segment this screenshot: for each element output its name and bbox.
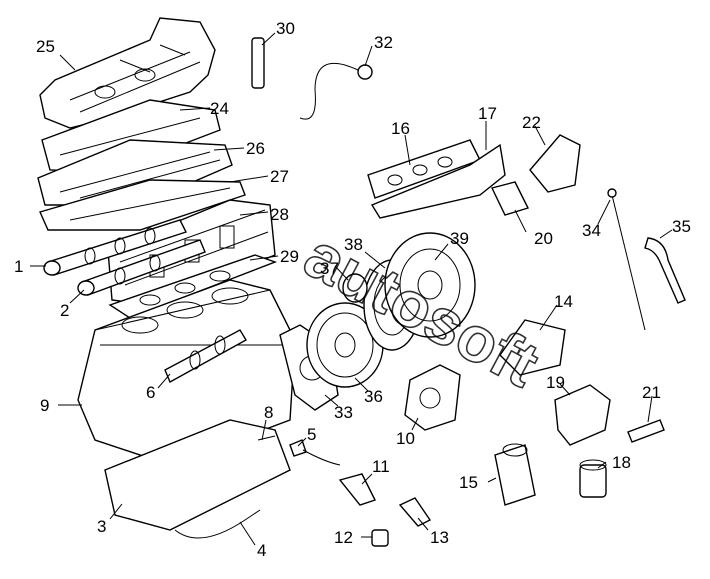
part-12-plug [371,529,389,547]
part-27-head-gasket [39,179,246,231]
callout-34: 34 [582,221,601,240]
part-39-pressure-plate [384,232,476,338]
part-1-camshaft [43,219,187,276]
callout-4: 4 [257,541,266,560]
callout-27: 27 [270,167,289,186]
callout-39: 39 [450,229,469,248]
callout-15: 15 [459,473,478,492]
part-32-wired-sensor [299,62,373,120]
part-25-cylinder-head-cover [39,17,216,129]
callout-29: 29 [280,247,299,266]
callout-10: 10 [396,429,415,448]
callout-35: 35 [672,217,691,236]
callout-16: 16 [391,119,410,138]
callout-25: 25 [36,37,55,56]
callout-17: 17 [478,104,497,123]
part-37-release-bearing [342,273,368,303]
part-24-cover-gasket [41,99,221,173]
callout-37: 37 [320,259,339,278]
callout-labels: 1 2 3 4 5 6 8 9 10 11 12 13 14 15 16 17 … [14,19,691,560]
callout-21: 21 [642,383,661,402]
part-21-clip [627,419,665,443]
part-13-elbow [398,497,432,527]
part-19-filter-bracket [554,384,611,446]
part-26-upper-housing [37,139,233,206]
part-14-mount-bracket [499,319,566,376]
callout-38: 38 [344,235,363,254]
part-10-high-pressure-pump [404,364,461,431]
callout-19: 19 [546,373,565,392]
part-2-camshaft [77,239,206,296]
leader-lines [30,32,673,546]
callout-5: 5 [307,425,316,444]
part-17-exhaust-manifold [370,143,506,219]
part-8-oil-pan [257,435,276,441]
callout-36: 36 [364,387,383,406]
callout-1: 1 [14,257,23,276]
part-5-sensor [289,439,341,466]
callout-18: 18 [612,453,631,472]
callout-2: 2 [60,301,69,320]
part-11-bracket [338,473,376,506]
callout-30: 30 [276,19,295,38]
part-4-oil-pan-gasket [104,419,291,539]
part-35-hose [644,237,686,304]
callout-14: 14 [554,292,573,311]
callout-9: 9 [40,396,49,415]
callout-26: 26 [246,139,265,158]
callout-13: 13 [430,528,449,547]
callout-24: 24 [210,99,229,118]
part-29-gasket [108,254,278,319]
callout-8: 8 [264,403,273,422]
callout-3: 3 [97,517,106,536]
callout-28: 28 [270,205,289,224]
part-22-heat-shield [529,134,581,193]
callout-32: 32 [374,33,393,52]
part-30-injector [251,37,265,89]
callout-11: 11 [372,457,390,476]
callout-22: 22 [522,113,541,132]
part-20-sensor-block [491,181,529,216]
callout-20: 20 [534,229,553,248]
callout-12: 12 [334,528,353,547]
part-15-filter-housing [494,443,536,506]
callout-6: 6 [146,383,155,402]
part-18-oil-filter [579,459,607,498]
part-6-balance-shaft [164,329,247,383]
part-34-dipstick [607,188,646,331]
callout-33: 33 [334,403,353,422]
